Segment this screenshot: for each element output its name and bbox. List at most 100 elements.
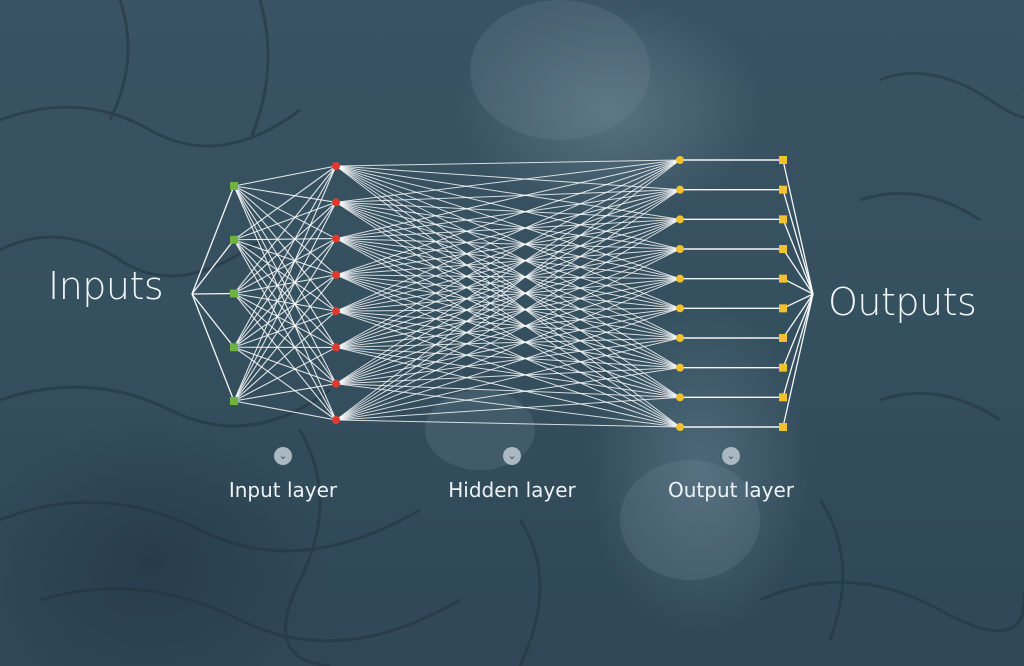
input-hidden-edge (233, 238, 337, 348)
input-hidden-edge (233, 274, 337, 348)
hidden-output-edge (335, 310, 681, 339)
output-node (779, 423, 787, 431)
hidden-output-edge (335, 367, 681, 421)
output-hub-edge (782, 293, 814, 428)
input-hidden-edge (233, 165, 337, 348)
hidden-output-edge (335, 248, 681, 312)
hidden-output-edge (335, 165, 681, 398)
hidden-node (332, 307, 340, 316)
input-node (230, 235, 238, 244)
input-node (230, 397, 238, 405)
hidden-output-edge (335, 310, 681, 369)
input-layer-label: Input layer (228, 478, 338, 502)
hidden-output-edge (335, 159, 681, 240)
hidden-output-edge (335, 159, 681, 385)
hidden-node (332, 379, 340, 388)
hidden-output-edge (335, 346, 681, 428)
hidden-output-edge (335, 165, 681, 191)
input-hidden-edge (233, 239, 337, 385)
input-hidden-edge (233, 201, 337, 348)
hidden-output-edge (335, 238, 681, 339)
hidden-output-edge (335, 396, 681, 421)
input-hidden-edge (233, 310, 337, 402)
hidden-output-edge (335, 307, 681, 421)
input-hidden-edge (233, 185, 337, 240)
input-hidden-edge (233, 165, 337, 402)
hidden-output-edge (335, 189, 681, 348)
hidden-output-edge (335, 159, 681, 312)
output-hub-edge (782, 293, 814, 309)
output-hub-edge (782, 293, 814, 368)
hidden-output-edge (335, 278, 681, 348)
input-node (230, 343, 238, 352)
output-layer-node (676, 245, 684, 253)
output-node (779, 393, 787, 402)
hidden-output-edge (335, 159, 681, 276)
hidden-output-edge (335, 274, 681, 339)
hidden-node (332, 198, 340, 207)
output-layer-node (676, 363, 684, 372)
hidden-output-edge (335, 307, 681, 312)
hidden-output-edge (335, 165, 681, 220)
output-layer-node (676, 393, 684, 402)
output-node (779, 274, 787, 283)
hidden-output-edge (335, 189, 681, 385)
hidden-node (332, 343, 340, 352)
hidden-output-edge (335, 159, 681, 348)
output-hub-edge (782, 293, 814, 339)
input-hidden-edge (233, 383, 337, 402)
hidden-output-edge (335, 165, 681, 369)
hidden-output-edge (335, 165, 681, 309)
input-hidden-edge (233, 346, 337, 402)
hidden-output-edge (335, 278, 681, 385)
input-hidden-edge (233, 238, 337, 294)
input-hidden-edge (233, 202, 337, 402)
output-node (779, 215, 787, 224)
input-hidden-edge (233, 201, 337, 294)
output-node (779, 363, 787, 372)
input-hidden-edge (233, 185, 337, 203)
hidden-output-edge (335, 201, 681, 309)
input-hidden-edge (233, 165, 337, 187)
output-layer-node (676, 274, 684, 283)
input-hidden-edge (233, 238, 337, 402)
hidden-output-edge (335, 201, 681, 280)
hidden-output-edge (335, 274, 681, 428)
chevron-down-icon[interactable]: ⌄ (722, 447, 740, 465)
hidden-output-edge (335, 419, 681, 428)
output-node (779, 156, 787, 164)
hidden-output-edge (335, 346, 681, 398)
hidden-output-edge (335, 307, 681, 348)
output-node (779, 245, 787, 253)
output-node (779, 304, 787, 313)
output-hub-edge (782, 159, 814, 295)
hidden-output-edge (335, 165, 681, 428)
input-hidden-edge (233, 310, 337, 348)
chevron-down-icon[interactable]: ⌄ (503, 447, 521, 465)
output-hub-edge (782, 189, 814, 295)
hidden-output-edge (335, 218, 681, 348)
hidden-output-edge (335, 159, 681, 203)
output-layer-node (676, 423, 684, 431)
hidden-output-edge (335, 201, 681, 398)
hidden-output-edge (335, 248, 681, 421)
input-hidden-edge (233, 185, 337, 348)
hidden-output-edge (335, 189, 681, 312)
input-edge (191, 293, 235, 402)
input-hidden-edge (233, 346, 337, 421)
hidden-output-edge (335, 165, 681, 250)
chevron-down-icon[interactable]: ⌄ (274, 447, 292, 465)
input-hidden-edge (233, 238, 337, 241)
output-layer-node (676, 215, 684, 224)
input-hidden-edge (233, 165, 337, 294)
hidden-output-edge (335, 274, 681, 398)
hidden-output-edge (335, 165, 681, 280)
output-node (779, 334, 787, 342)
output-layer-node (676, 334, 684, 342)
output-hub-edge (782, 293, 814, 398)
output-layer-node (676, 185, 684, 194)
input-node (230, 289, 238, 298)
hidden-output-edge (335, 307, 681, 385)
hidden-output-edge (335, 248, 681, 348)
